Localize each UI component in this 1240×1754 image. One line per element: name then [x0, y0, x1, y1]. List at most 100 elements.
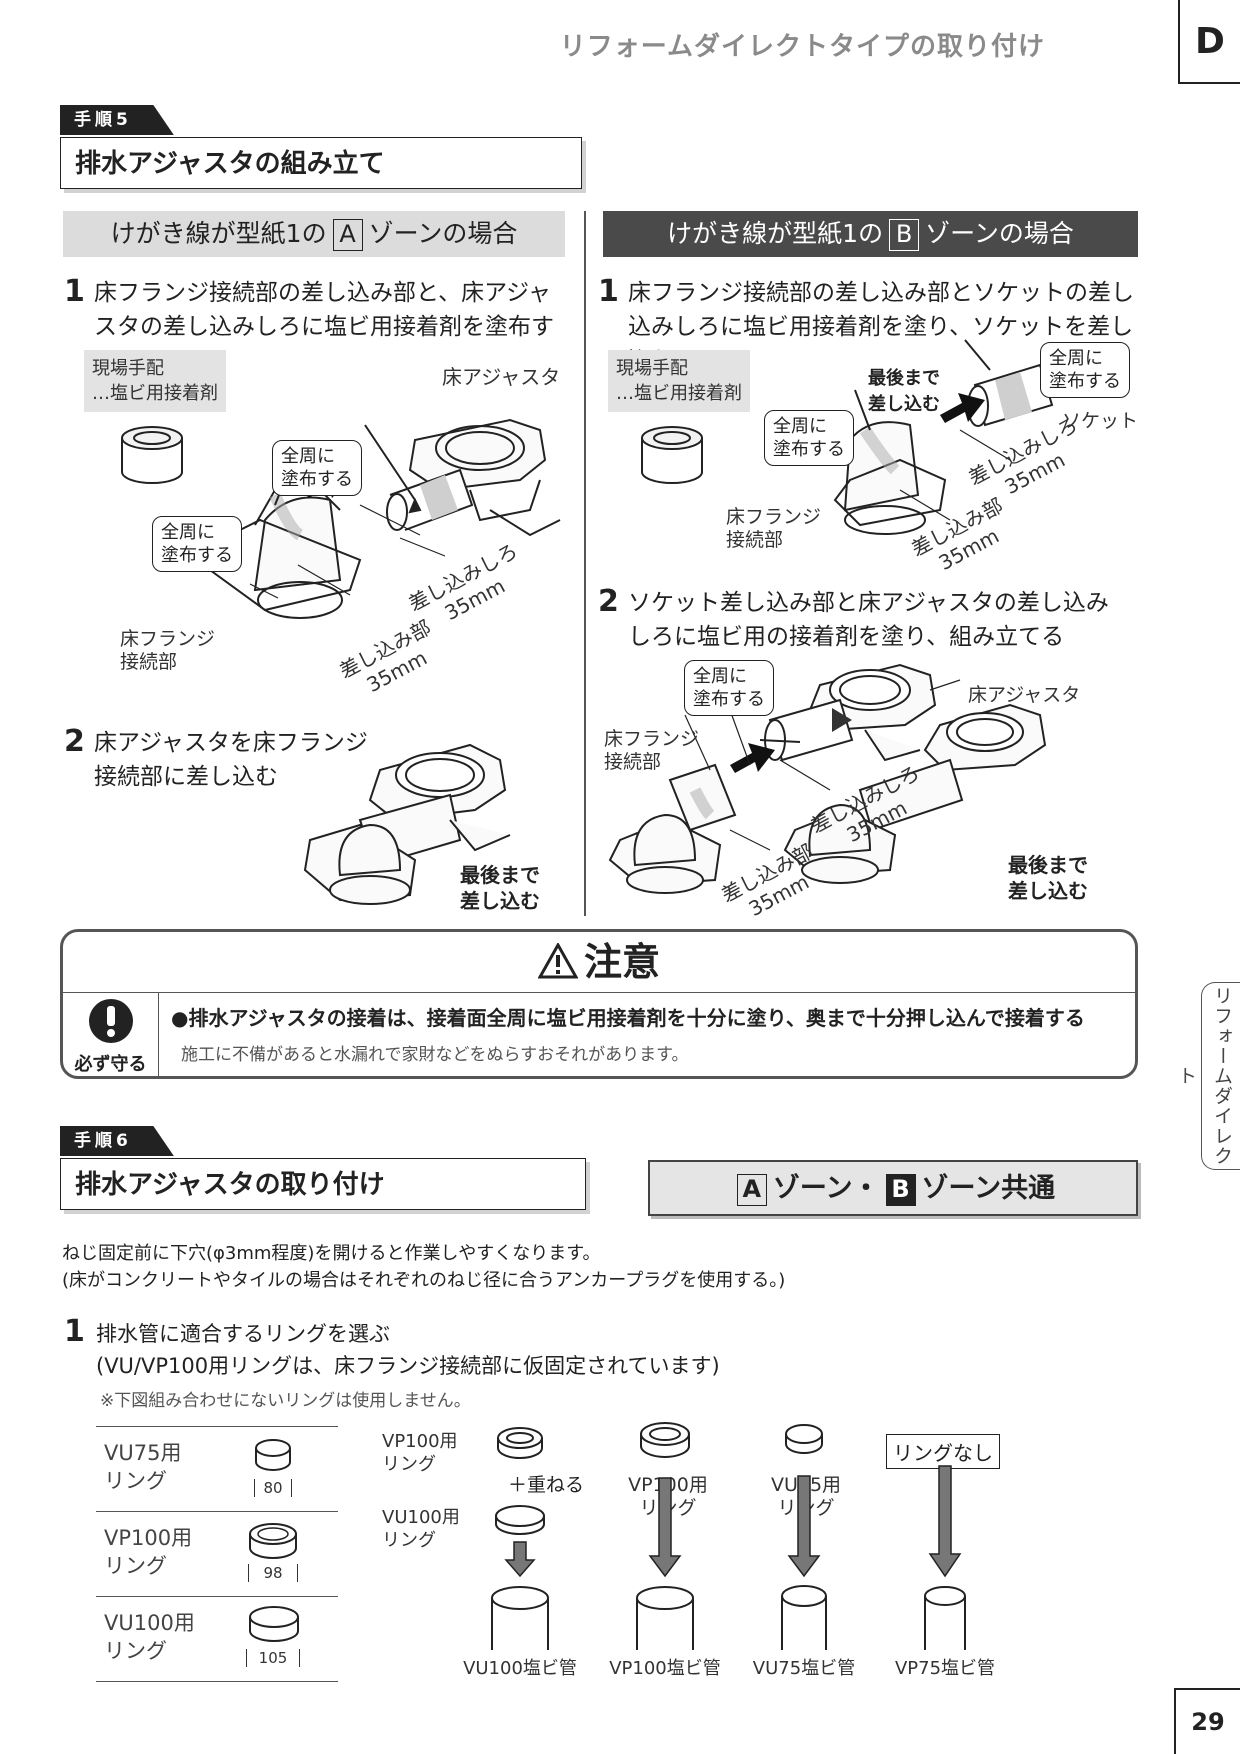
- caution-title: 注意: [583, 940, 660, 984]
- zone-a-callout-apply-2: 全周に 塗布する: [152, 516, 242, 572]
- zone-b-supply-note: 現場手配 …塩ビ用接着剤: [608, 350, 750, 412]
- ring-vu75-size: 80: [254, 1479, 292, 1497]
- ring-name-vu75: VU75用 リング: [104, 1439, 181, 1495]
- zone-b-flange-label: 床フランジ 接続部: [726, 506, 821, 552]
- combo-vu100-label: VU100用 リング: [382, 1506, 460, 1552]
- common-zone-a-box: A: [736, 1173, 767, 1206]
- zone-a-note-line1: 現場手配: [92, 358, 164, 379]
- ring-row-vu100: VU100用 リング 105: [96, 1596, 338, 1682]
- zone-b-push2-line2: 差し込む: [1008, 879, 1088, 903]
- caution-header: 注意: [63, 932, 1135, 993]
- ring-name-vu100: VU100用 リング: [104, 1609, 195, 1665]
- zone-a-step2-line2: 接続部に差し込む: [94, 764, 278, 790]
- ring-name-vp100: VP100用 リング: [104, 1524, 192, 1580]
- step-6-intro-line1: ねじ固定前に下穴(φ3mm程度)を開けると作業しやすくなります。: [62, 1243, 601, 1264]
- step-5-tag: 手順5: [60, 105, 174, 135]
- zone-a-supply-note: 現場手配 …塩ビ用接着剤: [84, 350, 226, 412]
- zone-b-socket-label: ソケット: [1062, 410, 1139, 432]
- combo-no-ring-label: リングなし: [886, 1434, 1000, 1469]
- zone-b-step2-line2: しろに塩ビ用の接着剤を塗り、組み立てる: [628, 624, 1065, 650]
- zone-a-callout2-line1: 全周に: [161, 522, 215, 543]
- zone-a-adjuster-label: 床アジャスタ: [442, 365, 561, 389]
- caution-must-column: 必ず守る: [63, 992, 159, 1076]
- caution-box: 注意 必ず守る ●排水アジャスタの接着は、接着面全周に塩ビ用接着剤を十分に塗り、…: [60, 929, 1138, 1079]
- zone-b-push-fully-2: 最後まで 差し込む: [1008, 852, 1088, 904]
- pipe-label-vp100: VP100塩ビ管: [609, 1658, 721, 1679]
- step-6-step1-line1: 排水管に適合するリングを選ぶ: [96, 1322, 390, 1346]
- zone-b-push2-line1: 最後まで: [1008, 853, 1088, 877]
- ring-vu75-line2: リング: [104, 1469, 167, 1493]
- zone-a-callout1-line1: 全周に: [281, 446, 335, 467]
- zone-b-step1-number: 1: [598, 274, 619, 309]
- step-6-intro: ねじ固定前に下穴(φ3mm程度)を開けると作業しやすくなります。 (床がコンクリ…: [62, 1240, 785, 1294]
- zone-a-push-line2: 差し込む: [460, 889, 540, 913]
- pipe-label-vu75: VU75塩ビ管: [752, 1658, 856, 1679]
- zone-a-step1-text: 床フランジ接続部の差し込み部と、床アジャ スタの差し込みしろに塩ビ用接着剤を塗布…: [94, 276, 574, 378]
- zone-b-push-fully: 最後まで 差し込む: [868, 366, 940, 418]
- zone-a-callout2-line2: 塗布する: [161, 545, 233, 566]
- zone-b-callout-apply-2: 全周に 塗布する: [764, 410, 854, 466]
- zone-b-socket-illustration: [641, 339, 1091, 535]
- combo-vp100-line1: VP100用: [382, 1431, 458, 1452]
- zone-b-push-line2: 差し込む: [868, 394, 940, 415]
- ring-vu75-icon: [255, 1439, 291, 1471]
- warning-triangle-icon: [537, 941, 579, 979]
- zone-b-flange-line2: 接続部: [726, 529, 784, 551]
- caution-main-text: ●排水アジャスタの接着は、接着面全周に塩ビ用接着剤を十分に塗り、奥まで十分押し込…: [171, 1006, 1085, 1030]
- ring-vu100-line2: リング: [104, 1639, 167, 1663]
- zone-a-push-fully: 最後まで 差し込む: [460, 862, 540, 914]
- zone-a-note-line2: …塩ビ用接着剤: [92, 383, 218, 404]
- zone-b-adjuster-label: 床アジャスタ: [968, 684, 1081, 706]
- caution-sub-text: 施工に不備があると水漏れで家財などをぬらすおそれがあります。: [181, 1045, 689, 1065]
- pipe-label-vu100: VU100塩ビ管: [463, 1658, 577, 1679]
- zone-a-assembled-illustration: [303, 743, 511, 905]
- zone-a-step1-line1: 床フランジ接続部の差し込み部と、床アジャ: [94, 280, 552, 306]
- zone-b-note-line1: 現場手配: [616, 358, 688, 379]
- ring-vp100-size: 98: [248, 1564, 298, 1582]
- zone-b-push-line1: 最後まで: [868, 368, 940, 389]
- exclamation-icon: [89, 999, 133, 1043]
- zone-b-callout-apply-1: 全周に 塗布する: [1040, 342, 1130, 398]
- zone-a-flange-line1: 床フランジ: [120, 628, 216, 650]
- zone-a-push-line1: 最後まで: [460, 863, 540, 887]
- zone-a-box: A: [332, 219, 363, 251]
- step-6-step1-line2: (VU/VP100用リングは、床フランジ接続部に仮固定されています): [96, 1354, 720, 1378]
- zone-a-flange-label: 床フランジ 接続部: [120, 628, 215, 674]
- ring-vp100-line1: VP100用: [104, 1526, 193, 1550]
- ring-vp100-icon: [249, 1523, 297, 1559]
- combo-vu100-line2: リング: [382, 1530, 436, 1551]
- zone-a-step2-text: 床アジャスタを床フランジ 接続部に差し込む: [94, 726, 394, 794]
- page-header-title: リフォームダイレクトタイプの取り付け: [559, 32, 1045, 62]
- zone-a-callout-apply-1: 全周に 塗布する: [272, 440, 362, 496]
- zone-b-note-line2: …塩ビ用接着剤: [616, 383, 742, 404]
- step-6-step1-note: ※下図組み合わせにないリングは使用しません。: [100, 1391, 471, 1411]
- combo-vu100-line1: VU100用: [382, 1507, 460, 1528]
- step-6-intro-line2: (床がコンクリートやタイルの場合はそれぞれのねじ径に合うアンカープラグを使用する…: [62, 1270, 786, 1291]
- zone-b-callout2-line2: 塗布する: [773, 439, 845, 460]
- ring-vu100-line1: VU100用: [104, 1611, 195, 1635]
- zone-b-step2-text: ソケット差し込み部と床アジャスタの差し込み しろに塩ビ用の接着剤を塗り、組み立て…: [628, 586, 1148, 654]
- zone-b-pre: けがき線が型紙1の: [667, 219, 884, 248]
- zone-b-callout1-line1: 全周に: [1049, 348, 1103, 369]
- common-post: ゾーン共通: [921, 1173, 1056, 1204]
- zone-b-flange2-line2: 接続部: [604, 751, 662, 773]
- zone-a-step1-number: 1: [64, 274, 85, 309]
- zone-b-box: B: [889, 219, 920, 251]
- zone-a-flange-line2: 接続部: [120, 651, 178, 673]
- ring-vu100-size: 105: [246, 1649, 300, 1667]
- pipe-label-vp75: VP75塩ビ管: [894, 1658, 996, 1679]
- page-number: 29: [1174, 1688, 1240, 1754]
- zone-a-step1-line2: スタの差し込みしろに塩ビ用接着剤を塗布する: [94, 314, 554, 374]
- zone-b-callout3-line2: 塗布する: [693, 689, 765, 710]
- zone-a-callout1-line2: 塗布する: [281, 469, 353, 490]
- ring-vu75-line1: VU75用: [104, 1441, 182, 1465]
- step-5-title: 排水アジャスタの組み立て: [60, 137, 582, 189]
- zone-b-step2-number: 2: [598, 584, 619, 619]
- step-6-tag: 手順6: [60, 1126, 174, 1156]
- zone-b-flange2-line1: 床フランジ: [604, 728, 700, 750]
- ring-vu100-icon: [249, 1606, 299, 1642]
- combo-vp100-line2: リング: [382, 1454, 436, 1475]
